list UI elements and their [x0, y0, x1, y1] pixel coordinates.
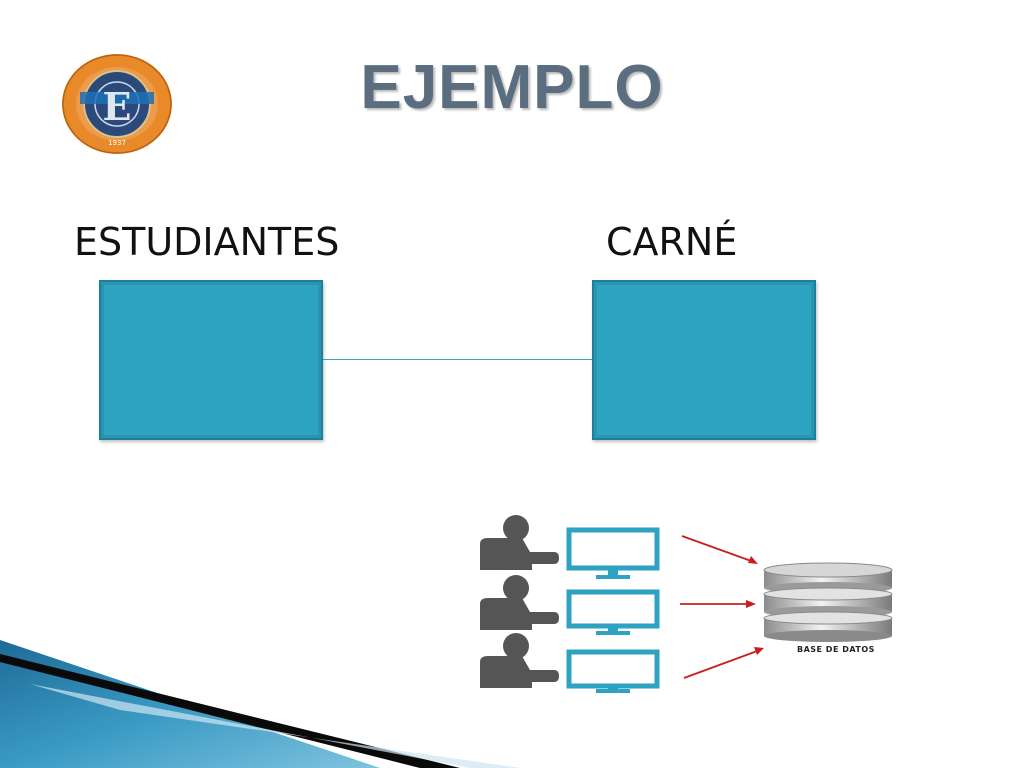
user-icon: [480, 575, 559, 630]
entity-box-carne: [592, 280, 816, 440]
arrow-icon: [681, 535, 758, 564]
database-caption: BASE DE DATOS: [797, 645, 875, 654]
entity-label-estudiantes: ESTUDIANTES: [74, 220, 340, 264]
entity-label-carne: CARNÉ: [606, 220, 738, 264]
logo-emblem-letter: E: [103, 84, 132, 129]
decorative-swoosh: [0, 640, 520, 768]
logo-year: 1937: [108, 139, 126, 147]
entity-box-estudiantes: [99, 280, 323, 440]
monitor-icon: [566, 589, 660, 635]
monitor-icon: [566, 527, 660, 579]
slide-title: EJEMPLO: [360, 53, 664, 122]
users-database-illustration: [458, 510, 914, 696]
relationship-line: [323, 359, 594, 360]
database-icon: [763, 562, 893, 642]
user-icon: [480, 633, 559, 688]
arrow-icon: [680, 600, 756, 608]
arrow-icon: [683, 647, 764, 679]
monitor-icon: [566, 649, 660, 693]
user-icon: [480, 515, 559, 570]
faculty-seal-logo: E 1937: [62, 54, 172, 154]
